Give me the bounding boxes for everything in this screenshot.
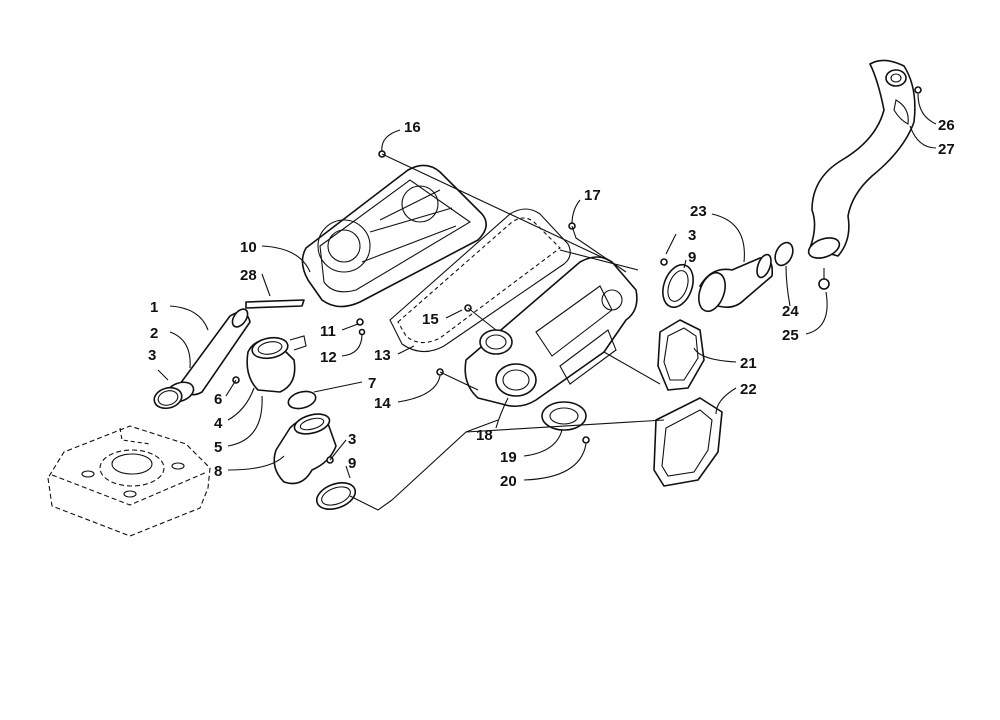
clamp-part-7 [287,390,317,410]
callout-28: 28 [240,267,257,284]
callout-8: 8 [214,463,222,480]
intake-boot-part-1 [179,308,251,396]
callout-17: 17 [584,187,601,204]
clamp-part-9-upper [662,263,694,309]
callout-26: 26 [938,117,955,134]
callout-9-lower: 9 [348,455,356,472]
callout-3-lower: 3 [348,431,356,448]
callout-13: 13 [374,347,391,364]
gasket-part-21 [657,319,705,391]
callout-6: 6 [214,391,222,408]
callout-16: 16 [404,119,421,136]
callout-12: 12 [320,349,337,366]
fastener-part-25 [818,268,830,290]
callout-22: 22 [740,381,757,398]
clamp-part-3-left [153,386,183,410]
callout-14: 14 [374,395,391,412]
callout-18: 18 [476,427,493,444]
airbox-reference [47,425,211,537]
callout-25: 25 [782,327,799,344]
hardware-screws [326,86,922,464]
outlet-duct-part-23 [698,253,774,313]
callout-2: 2 [150,325,158,342]
callout-5: 5 [214,439,222,456]
callout-3-left: 3 [148,347,156,364]
plate-part-19 [541,401,587,431]
callout-4: 4 [214,415,223,432]
callout-7: 7 [368,375,376,392]
strap-part-28 [245,299,305,309]
callout-19: 19 [500,449,517,466]
callout-3-upper: 3 [688,227,696,244]
callout-23: 23 [690,203,707,220]
callout-27: 27 [938,141,955,158]
callout-10: 10 [240,239,257,256]
callout-1: 1 [150,299,158,316]
callout-11: 11 [320,323,336,340]
callout-21: 21 [740,355,757,372]
callout-15: 15 [422,311,439,328]
clamp-part-24 [774,241,794,267]
callout-9-upper: 9 [688,249,696,266]
throttle-body-part-4 [232,335,307,393]
elbow-boot-part-8 [273,413,337,485]
callout-20: 20 [500,473,517,490]
clamp-part-9-lower [315,482,357,510]
gasket-part-22 [653,397,723,487]
clutch-cover-part-10 [301,164,487,308]
clutch-housing-part-18 [464,256,638,408]
callout-24: 24 [782,303,799,320]
alignment-lines [349,153,665,511]
callouts: 1 2 3 6 4 5 7 8 3 9 10 28 11 12 13 14 15 [148,93,955,490]
exhaust-tube-part-26 [807,59,916,259]
gasket-part-13 [389,208,571,353]
